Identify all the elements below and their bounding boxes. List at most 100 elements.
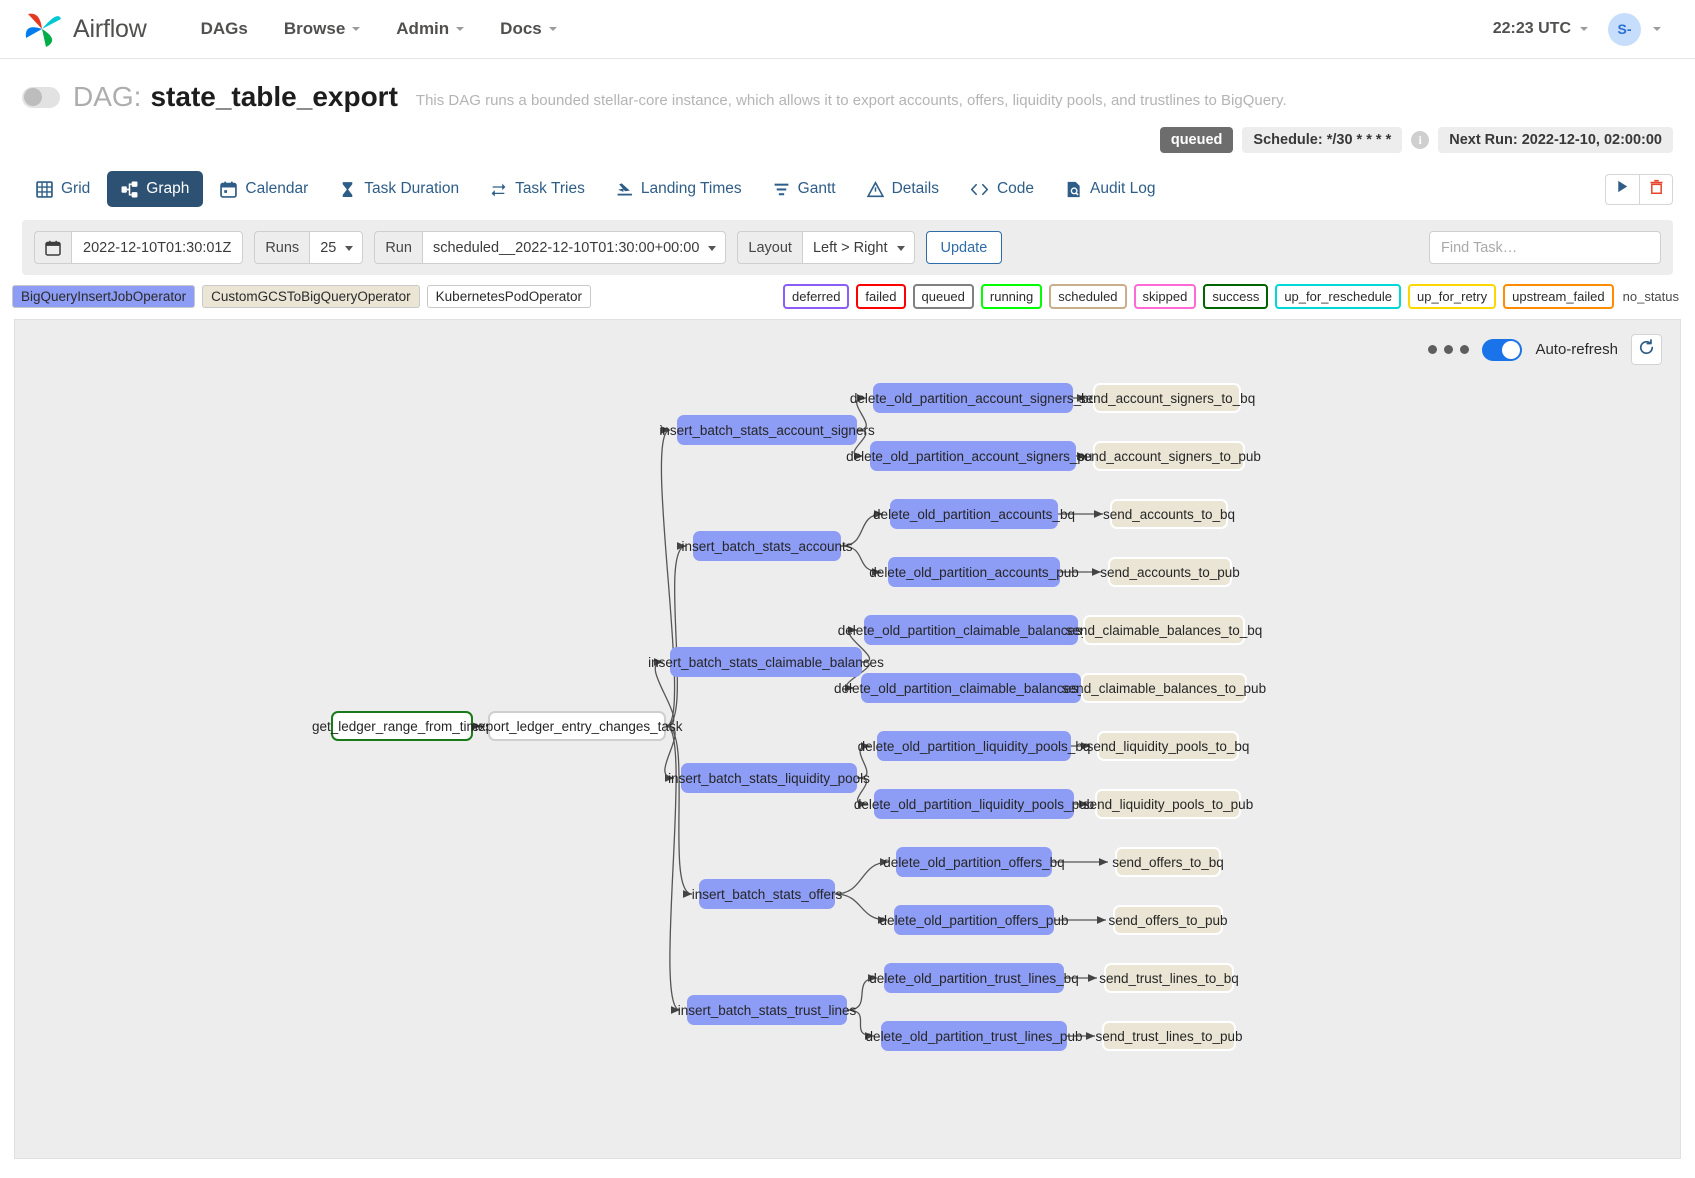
graph-node[interactable]: send_offers_to_bq	[1112, 847, 1224, 877]
graph-edges	[471, 394, 1108, 1040]
graph-edge	[653, 658, 675, 727]
graph-node[interactable]: send_accounts_to_pub	[1100, 557, 1240, 587]
graph-node[interactable]: send_claimable_balances_to_bq	[1066, 615, 1262, 645]
graph-edge	[665, 542, 687, 727]
user-menu[interactable]: S-	[1608, 12, 1661, 46]
graph-node[interactable]: delete_old_partition_account_signers_bq	[850, 383, 1096, 413]
graph-node[interactable]: delete_old_partition_claimable_balances_…	[838, 615, 1104, 645]
chevron-down-icon	[1580, 27, 1588, 31]
graph-node[interactable]: send_claimable_balances_to_pub	[1062, 673, 1266, 703]
graph-node-label: delete_old_partition_accounts_pub	[869, 564, 1079, 580]
layout-select[interactable]: Left > Right	[801, 231, 915, 264]
graph-node[interactable]: delete_old_partition_accounts_bq	[873, 499, 1075, 529]
grid-icon	[36, 180, 53, 198]
graph-node[interactable]: insert_batch_stats_account_signers	[659, 415, 875, 445]
nav-item-dags[interactable]: DAGs	[183, 11, 266, 47]
graph-node[interactable]: insert_batch_stats_accounts	[681, 531, 853, 561]
status-legend-up-for-retry: up_for_retry	[1408, 284, 1497, 309]
operator-legend-item[interactable]: KubernetesPodOperator	[426, 285, 592, 308]
graph-node[interactable]: send_liquidity_pools_to_bq	[1087, 731, 1249, 761]
graph-node[interactable]: delete_old_partition_offers_bq	[883, 847, 1065, 877]
graph-node-label: delete_old_partition_accounts_bq	[873, 506, 1075, 522]
dag-description: This DAG runs a bounded stellar-core ins…	[415, 91, 1287, 109]
graph-edge	[856, 394, 867, 431]
tab-code[interactable]: Code	[956, 171, 1048, 207]
graph-node[interactable]: get_ledger_range_from_times	[312, 711, 492, 741]
graph-node-label: delete_old_partition_claimable_balances_…	[837, 622, 1105, 638]
update-button[interactable]: Update	[925, 231, 1003, 264]
hourglass-icon	[339, 181, 356, 198]
graph-node[interactable]: insert_batch_stats_liquidity_pools	[668, 763, 870, 793]
graph-node[interactable]: delete_old_partition_trust_lines_pub	[866, 1021, 1082, 1051]
tab-audit-log[interactable]: Audit Log	[1051, 171, 1170, 207]
tab-task-duration[interactable]: Task Duration	[325, 171, 473, 207]
nav-item-docs[interactable]: Docs	[482, 11, 575, 47]
view-tabs-row: Grid Graph Calendar Task Duration Task T	[0, 153, 1695, 207]
graph-node[interactable]: delete_old_partition_liquidity_pools_bq	[858, 731, 1090, 761]
tab-landing-times[interactable]: Landing Times	[602, 171, 756, 207]
graph-node[interactable]: export_ledger_entry_changes_task	[472, 711, 682, 741]
operator-legend-item[interactable]: CustomGCSToBigQueryOperator	[202, 285, 420, 308]
run-group: Run scheduled__2022-12-10T01:30:00+00:00	[374, 231, 727, 264]
graph-node[interactable]: send_account_signers_to_bq	[1079, 383, 1255, 413]
nav-item-browse[interactable]: Browse	[266, 11, 378, 47]
refresh-button[interactable]	[1631, 334, 1662, 365]
graph-node[interactable]: insert_batch_stats_offers	[692, 879, 842, 909]
nav-item-admin[interactable]: Admin	[378, 11, 482, 47]
operator-legend-item[interactable]: BigQueryInsertJobOperator	[12, 285, 196, 308]
graph-node[interactable]: send_accounts_to_bq	[1103, 499, 1235, 529]
graph-node-label: delete_old_partition_trust_lines_pub	[865, 1028, 1083, 1044]
find-task-input[interactable]: Find Task…	[1429, 231, 1661, 264]
tab-label: Graph	[146, 180, 190, 197]
graph-node[interactable]: send_account_signers_to_pub	[1077, 441, 1261, 471]
dag-run-select[interactable]: scheduled__2022-12-10T01:30:00+00:00	[421, 231, 727, 264]
tab-grid[interactable]: Grid	[22, 171, 104, 207]
graph-node-label: delete_old_partition_liquidity_pools_pub	[853, 796, 1095, 812]
graph-edge	[840, 545, 882, 576]
graph-node[interactable]: delete_old_partition_trust_lines_bq	[869, 963, 1079, 993]
graph-node[interactable]: delete_old_partition_offers_pub	[880, 905, 1068, 935]
dag-graph-canvas[interactable]: Auto-refresh get_ledger_range_from_times…	[14, 319, 1681, 1159]
tab-label: Landing Times	[640, 180, 742, 197]
graph-controls: Auto-refresh	[1428, 334, 1662, 365]
page-title: state_table_export	[150, 81, 398, 112]
graph-node-label: delete_old_partition_trust_lines_bq	[869, 970, 1079, 986]
layout-label: Layout	[737, 231, 802, 264]
delete-dag-button[interactable]	[1639, 173, 1673, 205]
calendar-icon[interactable]	[34, 231, 71, 264]
status-legend-queued: queued	[912, 284, 974, 309]
graph-node[interactable]: delete_old_partition_accounts_pub	[869, 557, 1079, 587]
graph-node-label: insert_batch_stats_trust_lines	[677, 1002, 857, 1018]
graph-node-label: send_trust_lines_to_pub	[1095, 1028, 1243, 1044]
graph-node-label: delete_old_partition_liquidity_pools_bq	[857, 738, 1091, 754]
info-icon[interactable]: i	[1411, 131, 1430, 149]
trigger-dag-button[interactable]	[1605, 173, 1639, 205]
dag-pause-toggle[interactable]	[22, 86, 60, 108]
tab-graph[interactable]: Graph	[107, 171, 204, 207]
nav-item-label: DAGs	[200, 19, 248, 38]
tab-calendar[interactable]: Calendar	[206, 171, 322, 207]
tab-task-tries[interactable]: Task Tries	[476, 171, 599, 207]
graph-edge	[846, 974, 878, 1011]
tab-label: Details	[891, 180, 939, 197]
graph-node[interactable]: send_offers_to_pub	[1108, 905, 1228, 935]
graph-node[interactable]: insert_batch_stats_trust_lines	[678, 995, 856, 1025]
tab-details[interactable]: Details	[853, 171, 953, 207]
retry-icon	[490, 181, 507, 198]
execution-date-input[interactable]: 2022-12-10T01:30:01Z	[71, 231, 244, 264]
status-legend-up-for-reschedule: up_for_reschedule	[1275, 284, 1402, 309]
graph-node[interactable]: delete_old_partition_liquidity_pools_pub	[854, 789, 1094, 819]
auto-refresh-label: Auto-refresh	[1535, 341, 1618, 358]
graph-node[interactable]: send_liquidity_pools_to_pub	[1083, 789, 1253, 819]
auto-refresh-toggle[interactable]	[1482, 338, 1523, 361]
brand-logo-link[interactable]: Airflow	[22, 10, 147, 48]
graph-node[interactable]: delete_old_partition_account_signers_pub	[846, 441, 1100, 471]
tab-gantt[interactable]: Gantt	[759, 171, 850, 207]
graph-node[interactable]: send_trust_lines_to_bq	[1099, 963, 1239, 993]
num-runs-select[interactable]: 25	[309, 231, 364, 264]
graph-node-label: send_accounts_to_bq	[1102, 506, 1236, 522]
timezone-selector[interactable]: 22:23 UTC	[1493, 20, 1588, 38]
graph-node[interactable]: insert_batch_stats_claimable_balances	[648, 647, 884, 677]
graph-node[interactable]: delete_old_partition_claimable_balances_…	[834, 673, 1108, 703]
graph-node[interactable]: send_trust_lines_to_pub	[1095, 1021, 1243, 1051]
